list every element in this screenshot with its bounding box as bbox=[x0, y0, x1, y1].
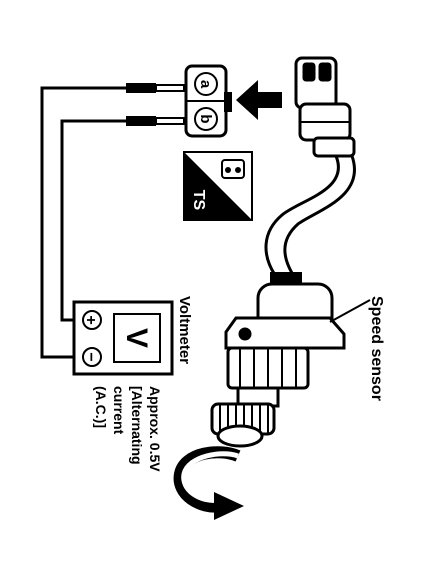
arrow-left-icon bbox=[236, 80, 282, 120]
terminal-b-label: b bbox=[197, 114, 214, 123]
badge-text: TS bbox=[190, 190, 207, 211]
minus-terminal bbox=[82, 347, 102, 367]
reading-line-4: (A.C.)] bbox=[93, 386, 109, 428]
voltmeter-face: V bbox=[120, 328, 153, 348]
terminal-a-label: a bbox=[197, 80, 214, 89]
terminal-b bbox=[194, 107, 218, 131]
sensor-cable bbox=[264, 155, 356, 279]
speed-sensor-leader bbox=[329, 299, 371, 323]
speed-sensor-label: Speed sensor bbox=[368, 296, 385, 401]
harness-connector bbox=[294, 56, 356, 158]
terminal-block: a b bbox=[184, 64, 232, 138]
speed-sensor bbox=[210, 282, 346, 448]
voltmeter-label: Voltmeter bbox=[176, 296, 193, 364]
reading-line-2: [Alternating bbox=[129, 386, 145, 465]
plus-label: + bbox=[82, 315, 99, 324]
tester-badge-icon: TS bbox=[183, 151, 253, 221]
terminal-a bbox=[194, 72, 218, 96]
cable-grommet bbox=[270, 272, 302, 284]
reading-line-3: current bbox=[111, 386, 127, 435]
rotation-arrow-icon bbox=[173, 446, 244, 520]
probe-tips bbox=[126, 83, 185, 126]
plus-terminal bbox=[82, 310, 102, 330]
reading-line-1: Approx. 0.5V bbox=[147, 386, 163, 472]
voltmeter: V + − bbox=[72, 300, 174, 376]
minus-label: − bbox=[82, 352, 99, 361]
